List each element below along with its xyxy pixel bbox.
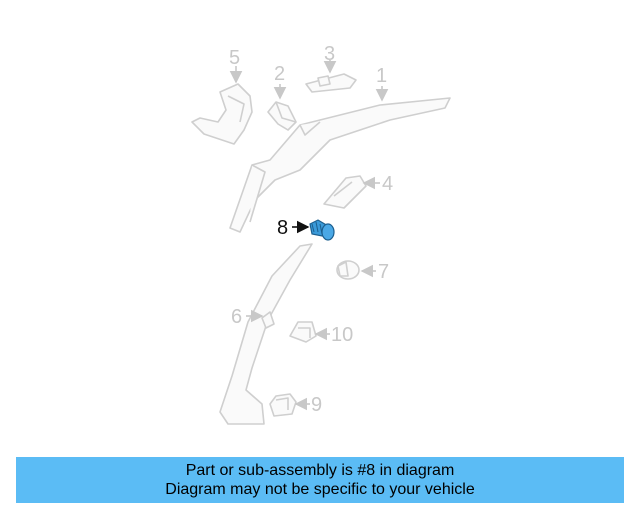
part-4-clip (323, 175, 367, 209)
part-9-clip (269, 393, 297, 417)
part-2-clip (267, 101, 297, 131)
part-5-bracket (191, 83, 253, 145)
callout-7: 7 (378, 261, 389, 283)
callout-10: 10 (331, 324, 353, 346)
banner-line-2: Diagram may not be specific to your vehi… (165, 481, 475, 498)
part-8-bolt (309, 219, 335, 241)
part-1-upper-trim (229, 97, 451, 233)
part-6-pillar-trim (219, 243, 313, 425)
parts-diagram: 1 2 3 4 5 6 7 8 (191, 43, 451, 425)
info-banner: Part or sub-assembly is #8 in diagram Di… (16, 457, 624, 503)
callout-9: 9 (311, 394, 322, 416)
banner-line-1: Part or sub-assembly is #8 in diagram (185, 462, 455, 479)
callout-3: 3 (324, 43, 335, 65)
callout-4: 4 (382, 173, 393, 195)
part-10-clip (289, 321, 317, 343)
callout-5: 5 (229, 47, 240, 69)
callout-2: 2 (274, 63, 285, 85)
callout-8: 8 (277, 217, 288, 239)
part-7-push-pin (336, 260, 360, 280)
part-3-bracket (305, 73, 357, 93)
callout-1: 1 (376, 65, 387, 87)
callout-6: 6 (231, 306, 242, 328)
